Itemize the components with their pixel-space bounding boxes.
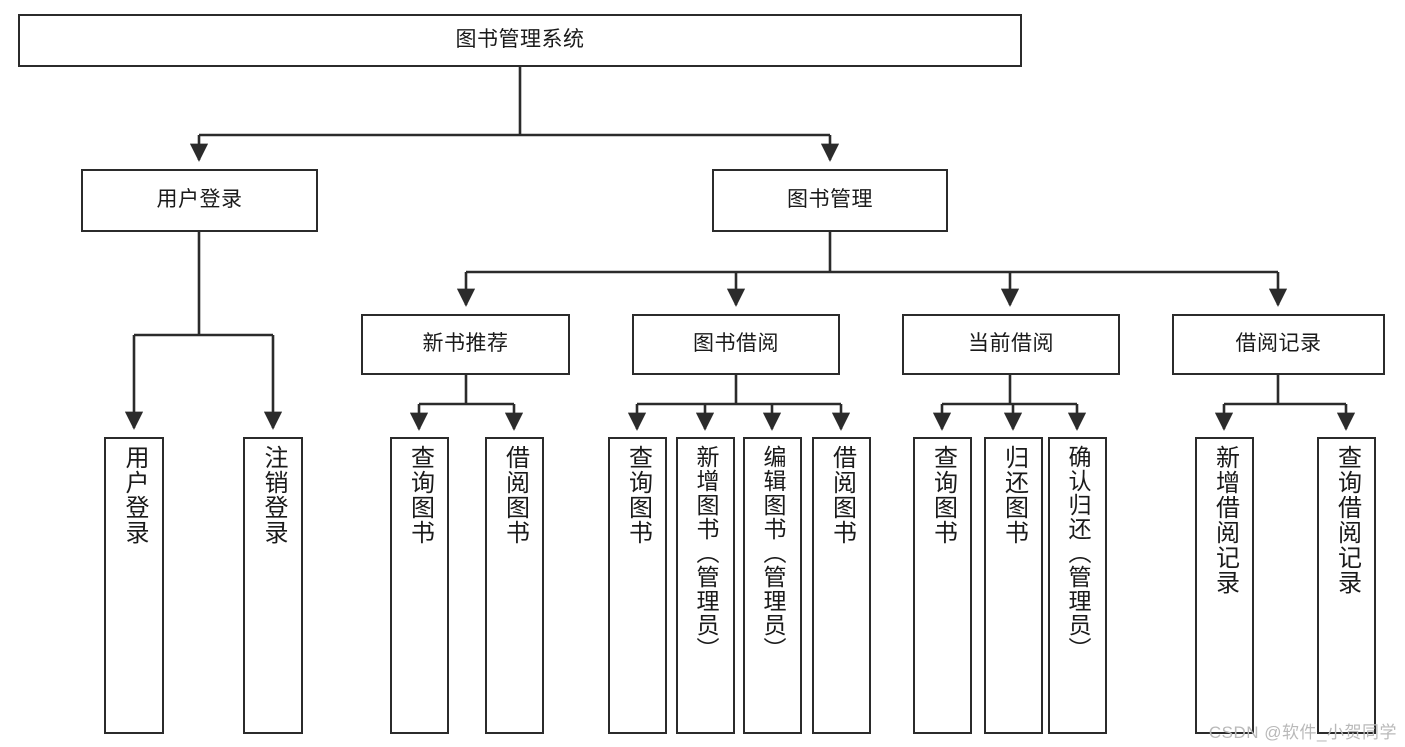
node-root[interactable]: 图书管理系统 xyxy=(18,14,1022,67)
node-borrow-record[interactable]: 借阅记录 xyxy=(1172,314,1385,375)
node-leaf-borrow-book-rec-label: 借阅图书 xyxy=(501,445,529,545)
node-leaf-user-logout-label: 注销登录 xyxy=(260,445,287,545)
node-new-book-recommend[interactable]: 新书推荐 xyxy=(361,314,570,375)
node-book-manage[interactable]: 图书管理 xyxy=(712,169,948,232)
node-borrow-record-label: 借阅记录 xyxy=(1235,332,1322,356)
node-leaf-query-book-cur-label: 查询图书 xyxy=(929,445,957,545)
watermark: CSDN @软件_小贺同学 xyxy=(1208,723,1397,742)
node-leaf-user-login[interactable]: 用户登录 xyxy=(104,437,164,734)
node-leaf-return-book-label: 归还图书 xyxy=(1000,445,1028,545)
node-leaf-query-book-borrow-label: 查询图书 xyxy=(624,445,652,545)
node-leaf-query-book-cur[interactable]: 查询图书 xyxy=(913,437,972,734)
node-root-label: 图书管理系统 xyxy=(455,28,585,52)
node-current-borrow[interactable]: 当前借阅 xyxy=(902,314,1120,375)
node-new-book-recommend-label: 新书推荐 xyxy=(422,332,509,356)
node-user-login-label: 用户登录 xyxy=(156,188,243,212)
node-book-borrow-label: 图书借阅 xyxy=(693,332,779,356)
node-book-manage-label: 图书管理 xyxy=(787,188,873,212)
node-leaf-confirm-return-admin[interactable]: 确认归还（管理员） xyxy=(1048,437,1107,734)
node-leaf-query-book-borrow[interactable]: 查询图书 xyxy=(608,437,667,734)
node-current-borrow-label: 当前借阅 xyxy=(968,332,1054,356)
node-leaf-borrow-book-rec[interactable]: 借阅图书 xyxy=(485,437,544,734)
node-user-login[interactable]: 用户登录 xyxy=(81,169,318,232)
node-leaf-query-book-rec[interactable]: 查询图书 xyxy=(390,437,449,734)
node-leaf-add-book-admin-label: 新增图书（管理员） xyxy=(693,445,719,661)
node-leaf-query-book-rec-label: 查询图书 xyxy=(406,445,434,545)
node-leaf-confirm-return-admin-label: 确认归还（管理员） xyxy=(1065,445,1091,661)
node-leaf-borrow-book-label: 借阅图书 xyxy=(828,445,856,545)
node-book-borrow[interactable]: 图书借阅 xyxy=(632,314,840,375)
node-leaf-edit-book-admin[interactable]: 编辑图书（管理员） xyxy=(743,437,802,734)
node-leaf-borrow-book[interactable]: 借阅图书 xyxy=(812,437,871,734)
node-leaf-query-borrow-record-label: 查询借阅记录 xyxy=(1333,445,1361,595)
node-leaf-user-login-label: 用户登录 xyxy=(121,445,148,545)
node-leaf-add-borrow-record[interactable]: 新增借阅记录 xyxy=(1195,437,1254,734)
node-leaf-query-borrow-record[interactable]: 查询借阅记录 xyxy=(1317,437,1376,734)
node-leaf-return-book[interactable]: 归还图书 xyxy=(984,437,1043,734)
node-leaf-user-logout[interactable]: 注销登录 xyxy=(243,437,303,734)
node-leaf-edit-book-admin-label: 编辑图书（管理员） xyxy=(760,445,786,661)
node-leaf-add-book-admin[interactable]: 新增图书（管理员） xyxy=(676,437,735,734)
node-leaf-add-borrow-record-label: 新增借阅记录 xyxy=(1211,445,1239,595)
